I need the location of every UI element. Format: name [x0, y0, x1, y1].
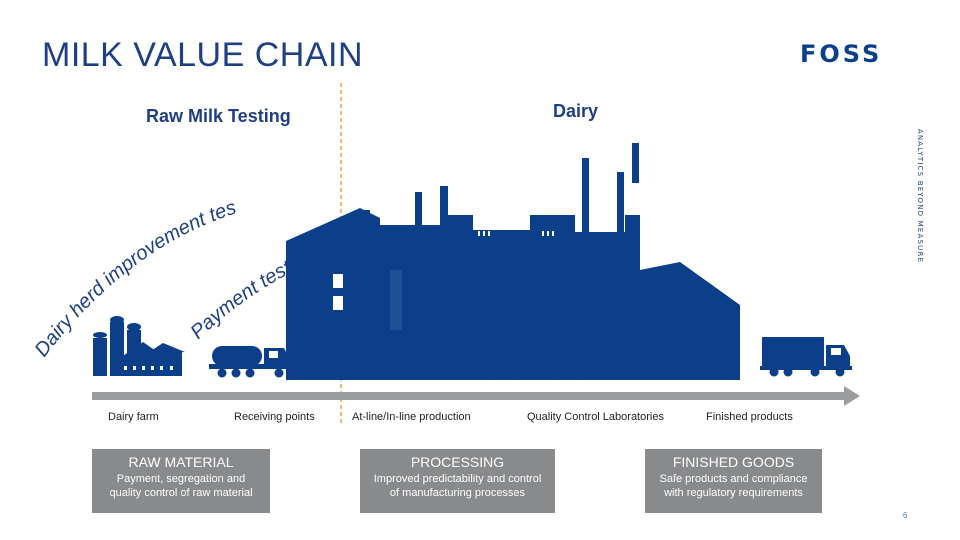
- stage-desc-line1: Improved predictability and control: [373, 473, 542, 485]
- arc-text-herd-improvement: Dairy herd improvement testing: [0, 0, 239, 361]
- stage-desc-line1: Safe products and compliance: [659, 473, 808, 485]
- point-receiving-points: Receiving points: [234, 411, 315, 423]
- point-quality-control-labs: Quality Control Laboratories: [527, 411, 664, 423]
- point-finished-products: Finished products: [706, 411, 793, 423]
- arc-text-payment: Payment testing: [0, 0, 299, 344]
- arc-outer-path-text: Dairy herd improvement testing: [0, 0, 239, 361]
- stage-desc-line2: of manufacturing processes: [389, 487, 526, 499]
- stage-raw-material: RAW MATERIAL Payment, segregation and qu…: [92, 449, 270, 513]
- stage-desc-line2: with regulatory requirements: [664, 487, 803, 499]
- timeline-arrow-icon: [92, 386, 860, 406]
- stage-processing: PROCESSING Improved predictability and c…: [360, 449, 555, 513]
- page-title: MILK VALUE CHAIN: [42, 36, 364, 74]
- factory-icon: [286, 143, 740, 380]
- delivery-truck-icon: [760, 337, 852, 377]
- dairy-farm-icon: [93, 316, 185, 376]
- foss-logo: FOSS: [800, 40, 883, 68]
- point-at-line-production: At-line/In-line production: [352, 411, 471, 423]
- section-dairy: Dairy: [553, 101, 599, 121]
- stage-desc-line2: quality control of raw material: [109, 487, 253, 499]
- stage-desc-line1: Payment, segregation and: [116, 473, 246, 485]
- arc-inner-path-text: Payment testing: [0, 0, 299, 344]
- stage-title: FINISHED GOODS: [672, 454, 795, 470]
- page-number: 6: [903, 511, 908, 520]
- point-dairy-farm: Dairy farm: [108, 411, 159, 423]
- stage-title: PROCESSING: [410, 454, 505, 470]
- stage-title: RAW MATERIAL: [128, 454, 234, 470]
- milk-tanker-icon: [209, 346, 290, 378]
- stage-finished-goods: FINISHED GOODS Safe products and complia…: [645, 449, 822, 513]
- section-raw-milk-testing: Raw Milk Testing: [146, 106, 291, 126]
